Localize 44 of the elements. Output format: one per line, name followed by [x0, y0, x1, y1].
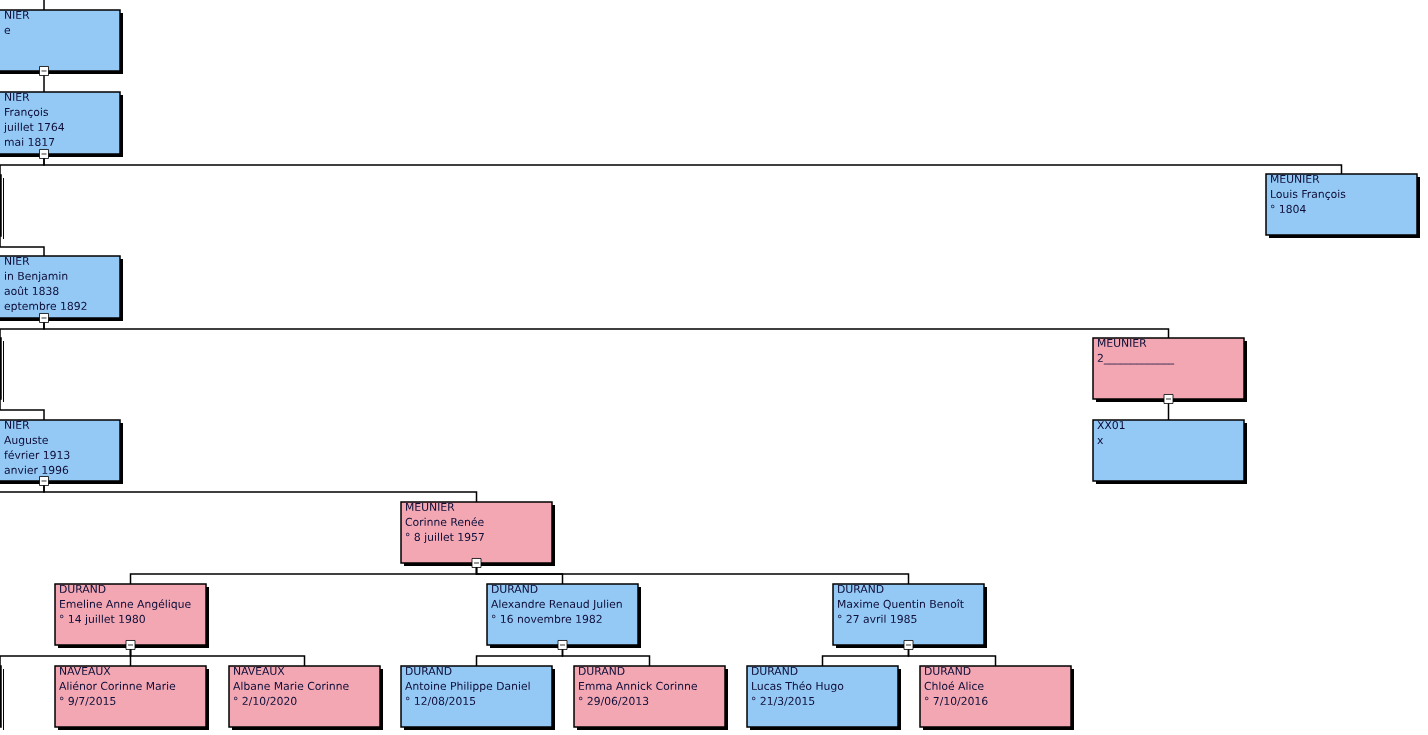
node-label: mai 1817: [5, 137, 55, 147]
person-box: NAVEAUX Albane Marie Corinne ° 2/10/2020: [228, 665, 383, 730]
person-box: XX01 x: [1092, 419, 1247, 484]
connector-line: [43, 0, 45, 11]
person-box: MEUNIER Louis François ° 1804: [1265, 173, 1420, 238]
connector-line: [1167, 402, 1170, 421]
node-label: NIER: [5, 257, 30, 265]
person-box: MEUNIER Corinne Renée ° 8 juillet 1957: [400, 501, 555, 566]
connector-line: [43, 157, 1343, 175]
person-box: DURAND Maxime Quentin Benoît ° 27 avril 1985: [832, 583, 987, 648]
person-box: DURAND Emeline Anne Angélique ° 14 juillet 1980: [54, 583, 209, 648]
person-box: NIER Auguste février 1913 anvier 1996: [0, 419, 123, 484]
connector-line: [43, 484, 478, 503]
node-label: NIER: [5, 93, 30, 101]
node-label: juillet 1764: [3, 122, 65, 134]
node-label: anvier 1996: [4, 465, 69, 475]
connector-line: [561, 648, 651, 667]
connector-line: [475, 566, 910, 585]
node-label: février 1913: [4, 450, 70, 460]
connector-line: [129, 648, 306, 667]
connector-line: [43, 321, 1170, 339]
person-box: DURAND Emma Annick Corinne ° 29/06/2013: [573, 665, 728, 730]
node-label: in Benjamin: [5, 271, 68, 283]
person-box: DURAND Lucas Théo Hugo ° 21/3/2015: [746, 665, 901, 730]
node-label: Auguste: [4, 435, 48, 447]
person-box: DURAND Antoine Philippe Daniel ° 12/08/2015: [400, 665, 555, 730]
person-box: NIER e: [0, 9, 123, 74]
connector-line: [0, 398, 45, 421]
empty-person-box: [0, 665, 4, 730]
connector-line: [0, 235, 45, 257]
person-box: DURAND Alexandre Renaud Julien ° 16 novembre 1982: [486, 583, 641, 648]
person-box: NIER François juillet 1764 mai 1817: [0, 91, 123, 157]
person-box: DURAND Chloé Alice ° 7/10/2016: [919, 665, 1074, 730]
node-label: eptembre 1892: [4, 301, 87, 313]
connector-line: [907, 648, 997, 667]
empty-person-box: [0, 337, 4, 402]
node-label: François: [5, 107, 48, 118]
node-label: NIER: [5, 420, 30, 429]
empty-person-box: [0, 174, 4, 239]
person-box: NIER in Benjamin août 1838 eptembre 1892: [0, 255, 123, 321]
node-label: août 1838: [4, 286, 59, 296]
person-box: NAVEAUX Aliénor Corinne Marie ° 9/7/2015: [54, 665, 209, 730]
connector-line: [43, 74, 45, 93]
person-box: MEUNIER 2_____________: [1092, 337, 1247, 402]
